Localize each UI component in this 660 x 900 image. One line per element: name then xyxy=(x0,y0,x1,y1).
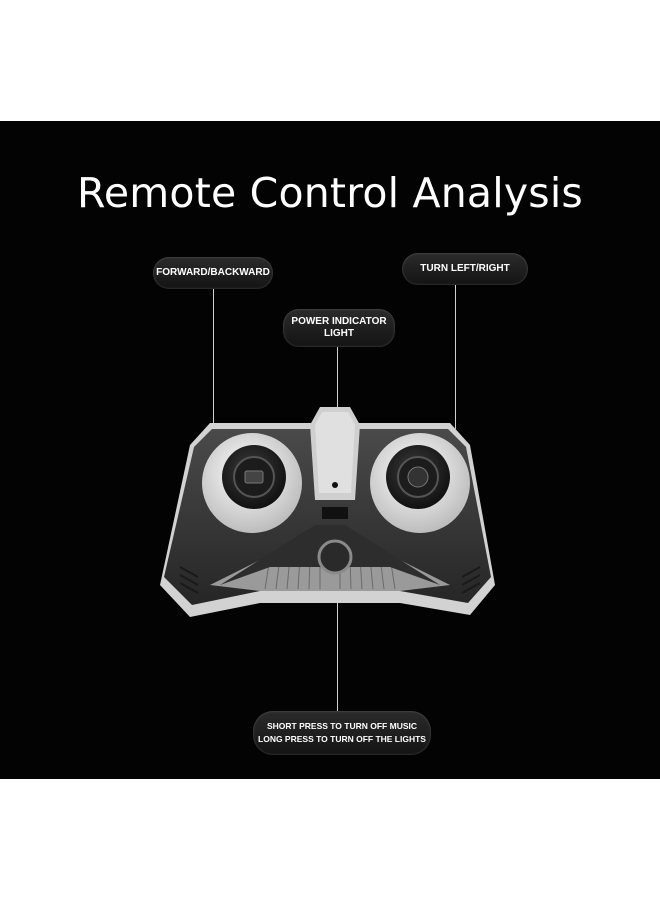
label-turn-left-right-text: TURN LEFT/RIGHT xyxy=(420,263,510,274)
remote-control-illustration xyxy=(160,407,495,617)
label-button: SHORT PRESS TO TURN OFF MUSIC LONG PRESS… xyxy=(253,711,431,755)
pointer-line-turn xyxy=(455,285,456,429)
product-panel: Remote Control Analysis FORWARD/BACKWARD… xyxy=(0,121,660,779)
label-power-indicator: POWER INDICATOR LIGHT xyxy=(283,309,395,347)
page-title: Remote Control Analysis xyxy=(77,169,583,217)
label-button-line1: SHORT PRESS TO TURN OFF MUSIC xyxy=(266,721,418,731)
label-forward-backward: FORWARD/BACKWARD xyxy=(153,257,273,289)
pointer-line-power xyxy=(337,347,338,411)
center-button xyxy=(317,539,353,575)
label-turn-left-right: TURN LEFT/RIGHT xyxy=(402,253,528,285)
label-button-line2: LONG PRESS TO TURN OFF THE LIGHTS xyxy=(258,734,426,744)
label-power-indicator-line1: POWER INDICATOR xyxy=(291,316,387,327)
pointer-line-button xyxy=(337,589,338,713)
label-power-indicator-line2: LIGHT xyxy=(324,328,354,339)
label-forward-backward-text: FORWARD/BACKWARD xyxy=(156,267,270,278)
power-indicator-light xyxy=(332,482,338,488)
pointer-line-forward xyxy=(213,289,214,429)
